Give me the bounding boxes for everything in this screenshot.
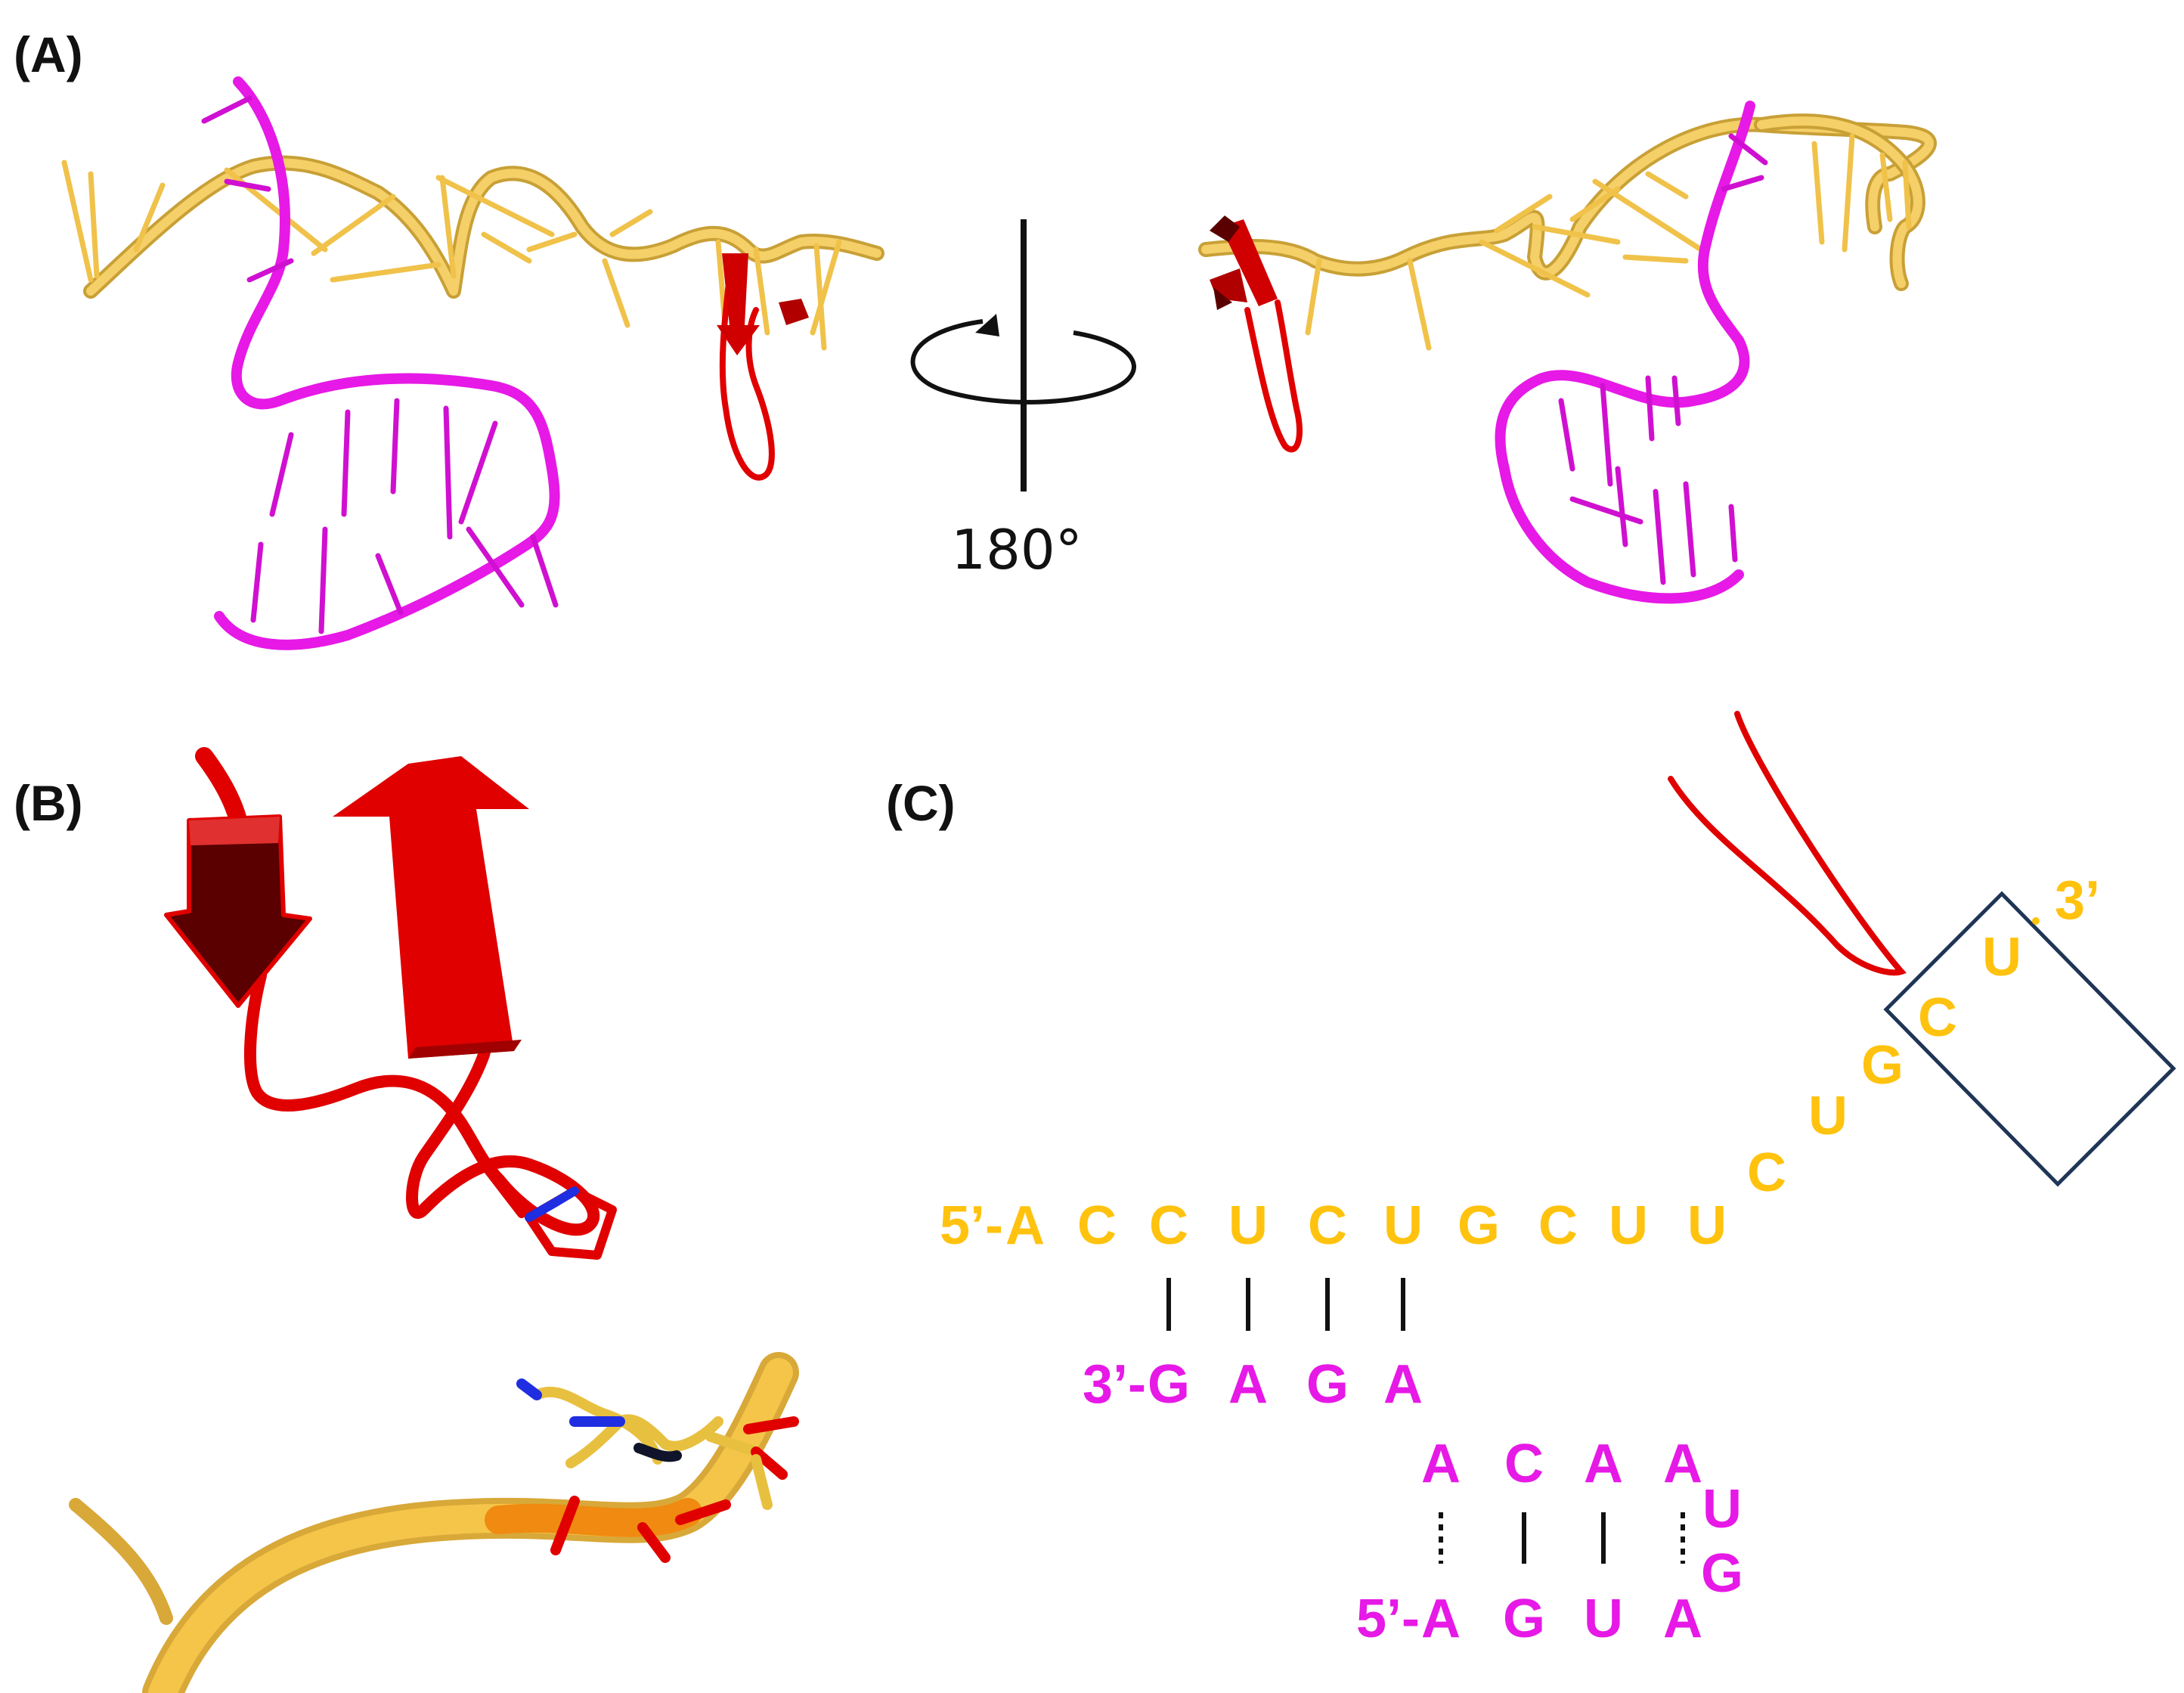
guide-base: G <box>1306 1354 1349 1415</box>
guide-base: A <box>1228 1354 1268 1415</box>
stem-top-base: C <box>1504 1434 1544 1494</box>
target-base: C <box>1077 1195 1117 1256</box>
bottom-base: G <box>1503 1589 1545 1649</box>
target-base: C <box>1308 1195 1347 1256</box>
target-base: U <box>1383 1195 1423 1256</box>
target-base: U <box>1609 1195 1648 1256</box>
guide-3prime-label: 3’- <box>1083 1354 1146 1415</box>
target-tail-base: U <box>1982 927 2021 988</box>
panel-a-right-structure <box>1206 106 1929 598</box>
target-base: C <box>1149 1195 1188 1256</box>
target-5prime-label: 5’- <box>940 1195 1003 1256</box>
bottom-base: A <box>1421 1589 1461 1649</box>
target-base: G <box>1458 1195 1500 1256</box>
guide-5prime-label: 5’- <box>1356 1589 1420 1649</box>
target-base: U <box>1687 1195 1727 1256</box>
protein-hairpin-outline <box>1671 714 1901 972</box>
target-tail-base: C <box>1747 1143 1786 1203</box>
panel-b-label: (B) <box>14 775 83 831</box>
panel-b-structure <box>76 756 794 1693</box>
stem-top-base: A <box>1663 1434 1702 1494</box>
loop-base: U <box>1702 1479 1742 1540</box>
stem-top-base: A <box>1421 1434 1461 1494</box>
loop-base: G <box>1701 1543 1743 1604</box>
protein-strand-dark <box>166 817 310 1006</box>
rotation-angle-label: 180° <box>951 518 1082 581</box>
panel-c-diagram: 5’- A C C U C U G C U U C U G C U 3’ 3’-… <box>940 714 2173 1649</box>
stem-top-base: A <box>1584 1434 1623 1494</box>
target-base: U <box>1228 1195 1268 1256</box>
target-tail-dot <box>2032 917 2040 925</box>
rotation-arrow-icon: 180° <box>913 219 1134 581</box>
target-tail-base: U <box>1808 1086 1848 1146</box>
watson-crick-pairs-upper <box>1169 1278 1403 1331</box>
target-tail-base: C <box>1918 988 1957 1048</box>
target-rna-bases-right <box>1308 136 1909 348</box>
panel-c-label: (C) <box>886 775 956 831</box>
stem-pairs <box>1441 1512 1683 1564</box>
target-tail-base: G <box>1861 1035 1904 1096</box>
target-base: C <box>1538 1195 1578 1256</box>
guide-base: G <box>1148 1354 1190 1415</box>
protein-strand-red <box>333 756 529 1059</box>
guide-base: A <box>1383 1354 1423 1415</box>
panel-a-left-structure <box>64 82 877 645</box>
bottom-base: U <box>1584 1589 1623 1649</box>
bottom-base: A <box>1663 1589 1702 1649</box>
target-3prime-label: 3’ <box>2055 870 2100 931</box>
panel-a-label: (A) <box>14 26 83 82</box>
target-base: A <box>1005 1195 1045 1256</box>
